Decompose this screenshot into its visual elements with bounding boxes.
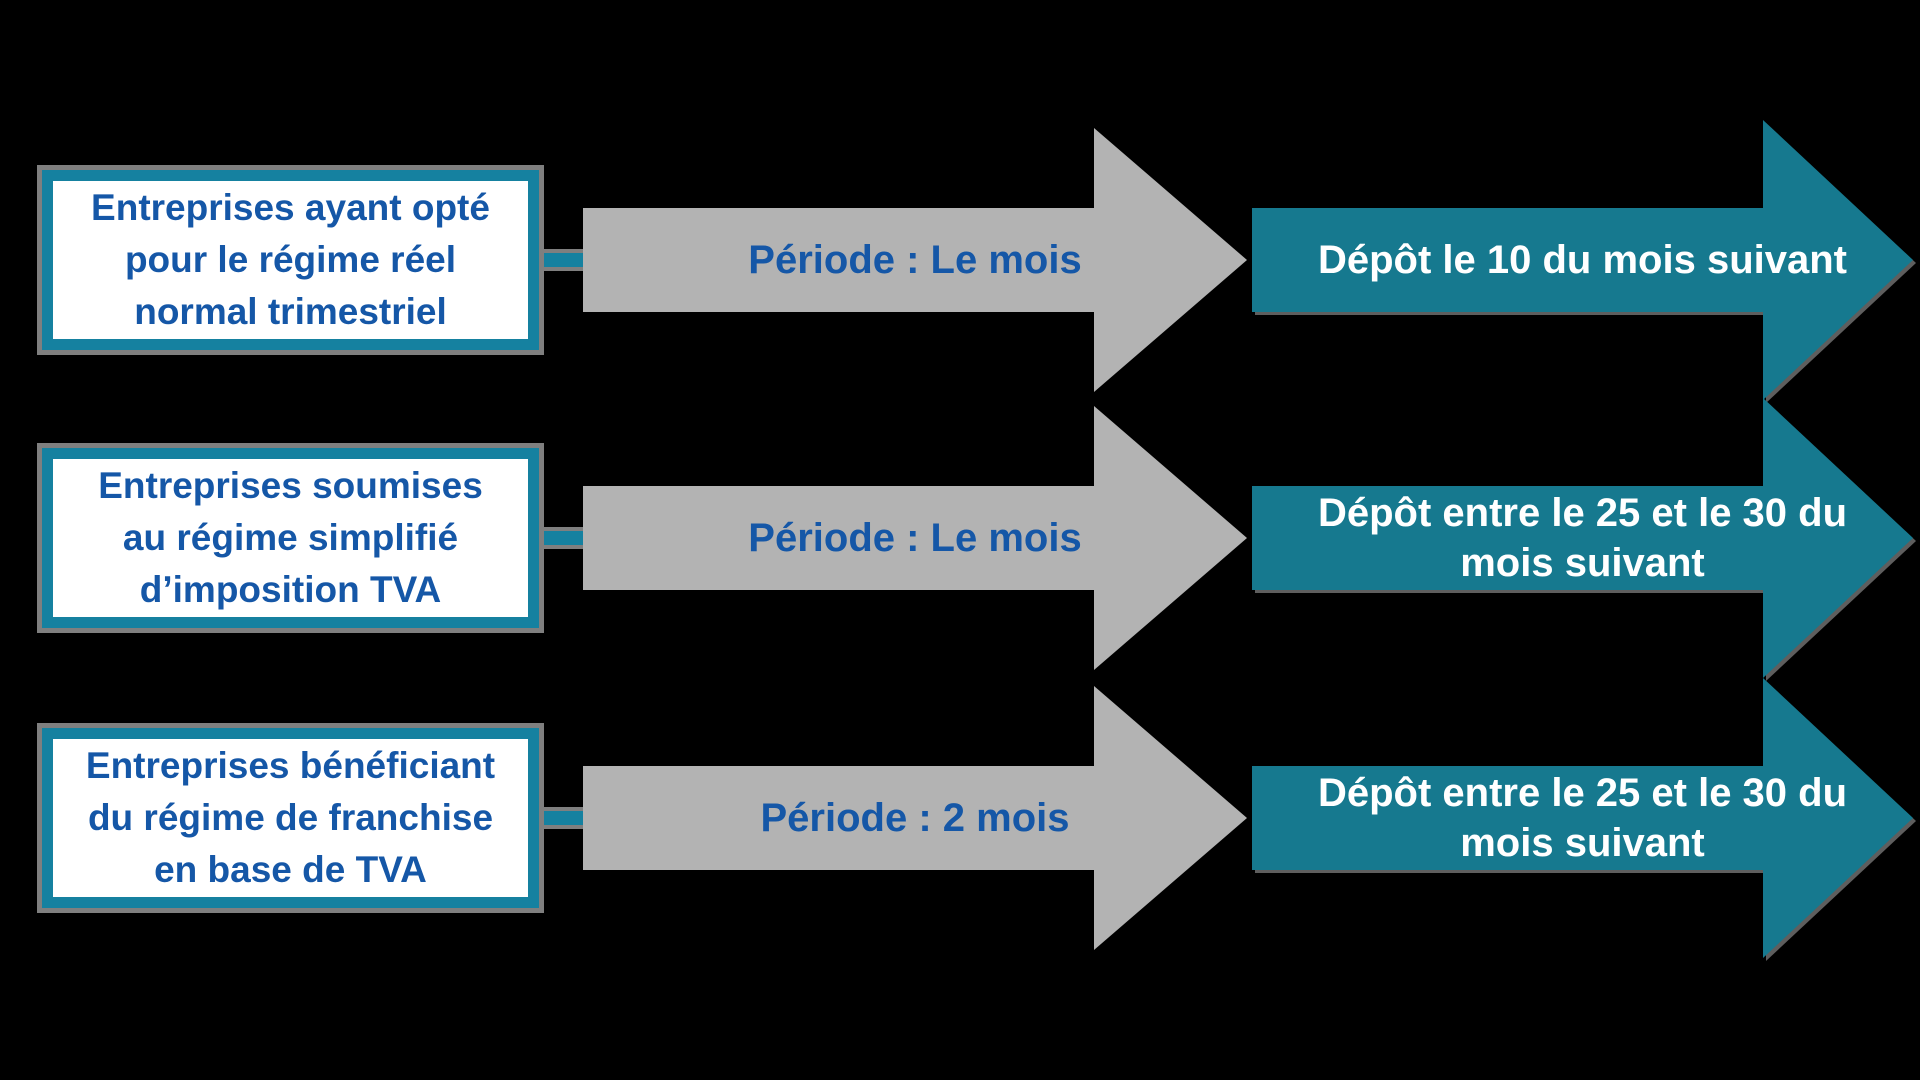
arrow-body bbox=[583, 486, 1096, 590]
category-label: Entreprises soumises au régime simplifié d… bbox=[53, 460, 528, 616]
arrow-body bbox=[583, 766, 1096, 870]
category-box: Entreprises soumises au régime simplifié d… bbox=[42, 448, 539, 628]
text-line: Dépôt entre le 25 et le 30 du bbox=[1317, 491, 1848, 535]
period-label: Période : Le mois bbox=[748, 516, 1082, 560]
period-label: Période : Le mois bbox=[748, 238, 1082, 282]
arrow-body bbox=[583, 208, 1096, 312]
text-line: du régime de franchise bbox=[87, 797, 494, 838]
process-row: Entreprises ayant opté pour le régime rée… bbox=[0, 110, 1920, 410]
text-line: pour le régime réel bbox=[124, 239, 457, 280]
category-box: Entreprises bénéficiant du régime de fran… bbox=[42, 728, 539, 908]
period-label: Période : 2 mois bbox=[760, 796, 1070, 840]
arrow-body bbox=[1252, 486, 1765, 590]
text-line: mois suivant bbox=[1460, 821, 1705, 865]
deposit-label: Dépôt le 10 du mois suivant bbox=[1252, 208, 1913, 312]
deposit-label: Dépôt entre le 25 et le 30 du mois suivan… bbox=[1252, 766, 1913, 870]
text-line: Entreprises bénéficiant bbox=[85, 745, 496, 786]
text-line: Dépôt le 10 du mois suivant bbox=[1317, 238, 1847, 282]
process-row: Entreprises soumises au régime simplifié d… bbox=[0, 388, 1920, 688]
process-row: Entreprises bénéficiant du régime de fran… bbox=[0, 668, 1920, 968]
category-box: Entreprises ayant opté pour le régime rée… bbox=[42, 170, 539, 350]
arrow-body bbox=[1252, 208, 1765, 312]
text-line: en base de TVA bbox=[154, 849, 427, 890]
text-line: au régime simplifié bbox=[122, 517, 459, 558]
deposit-arrow bbox=[0, 110, 1920, 410]
deposit-arrow bbox=[0, 668, 1920, 968]
period-arrow bbox=[0, 388, 1920, 688]
arrow-body bbox=[1252, 766, 1765, 870]
deposit-arrow bbox=[0, 388, 1920, 688]
text-line: normal trimestriel bbox=[134, 291, 447, 332]
deposit-label: Dépôt entre le 25 et le 30 du mois suivan… bbox=[1252, 486, 1913, 590]
category-label: Entreprises bénéficiant du régime de fran… bbox=[53, 740, 528, 896]
text-line: Dépôt entre le 25 et le 30 du bbox=[1317, 771, 1848, 815]
text-line: Entreprises soumises bbox=[98, 465, 483, 506]
period-arrow bbox=[0, 110, 1920, 410]
text-line: d’imposition TVA bbox=[139, 569, 442, 610]
text-line: mois suivant bbox=[1460, 541, 1705, 585]
category-label: Entreprises ayant opté pour le régime rée… bbox=[53, 182, 528, 338]
period-arrow bbox=[0, 668, 1920, 968]
text-line: Entreprises ayant opté bbox=[91, 187, 490, 228]
